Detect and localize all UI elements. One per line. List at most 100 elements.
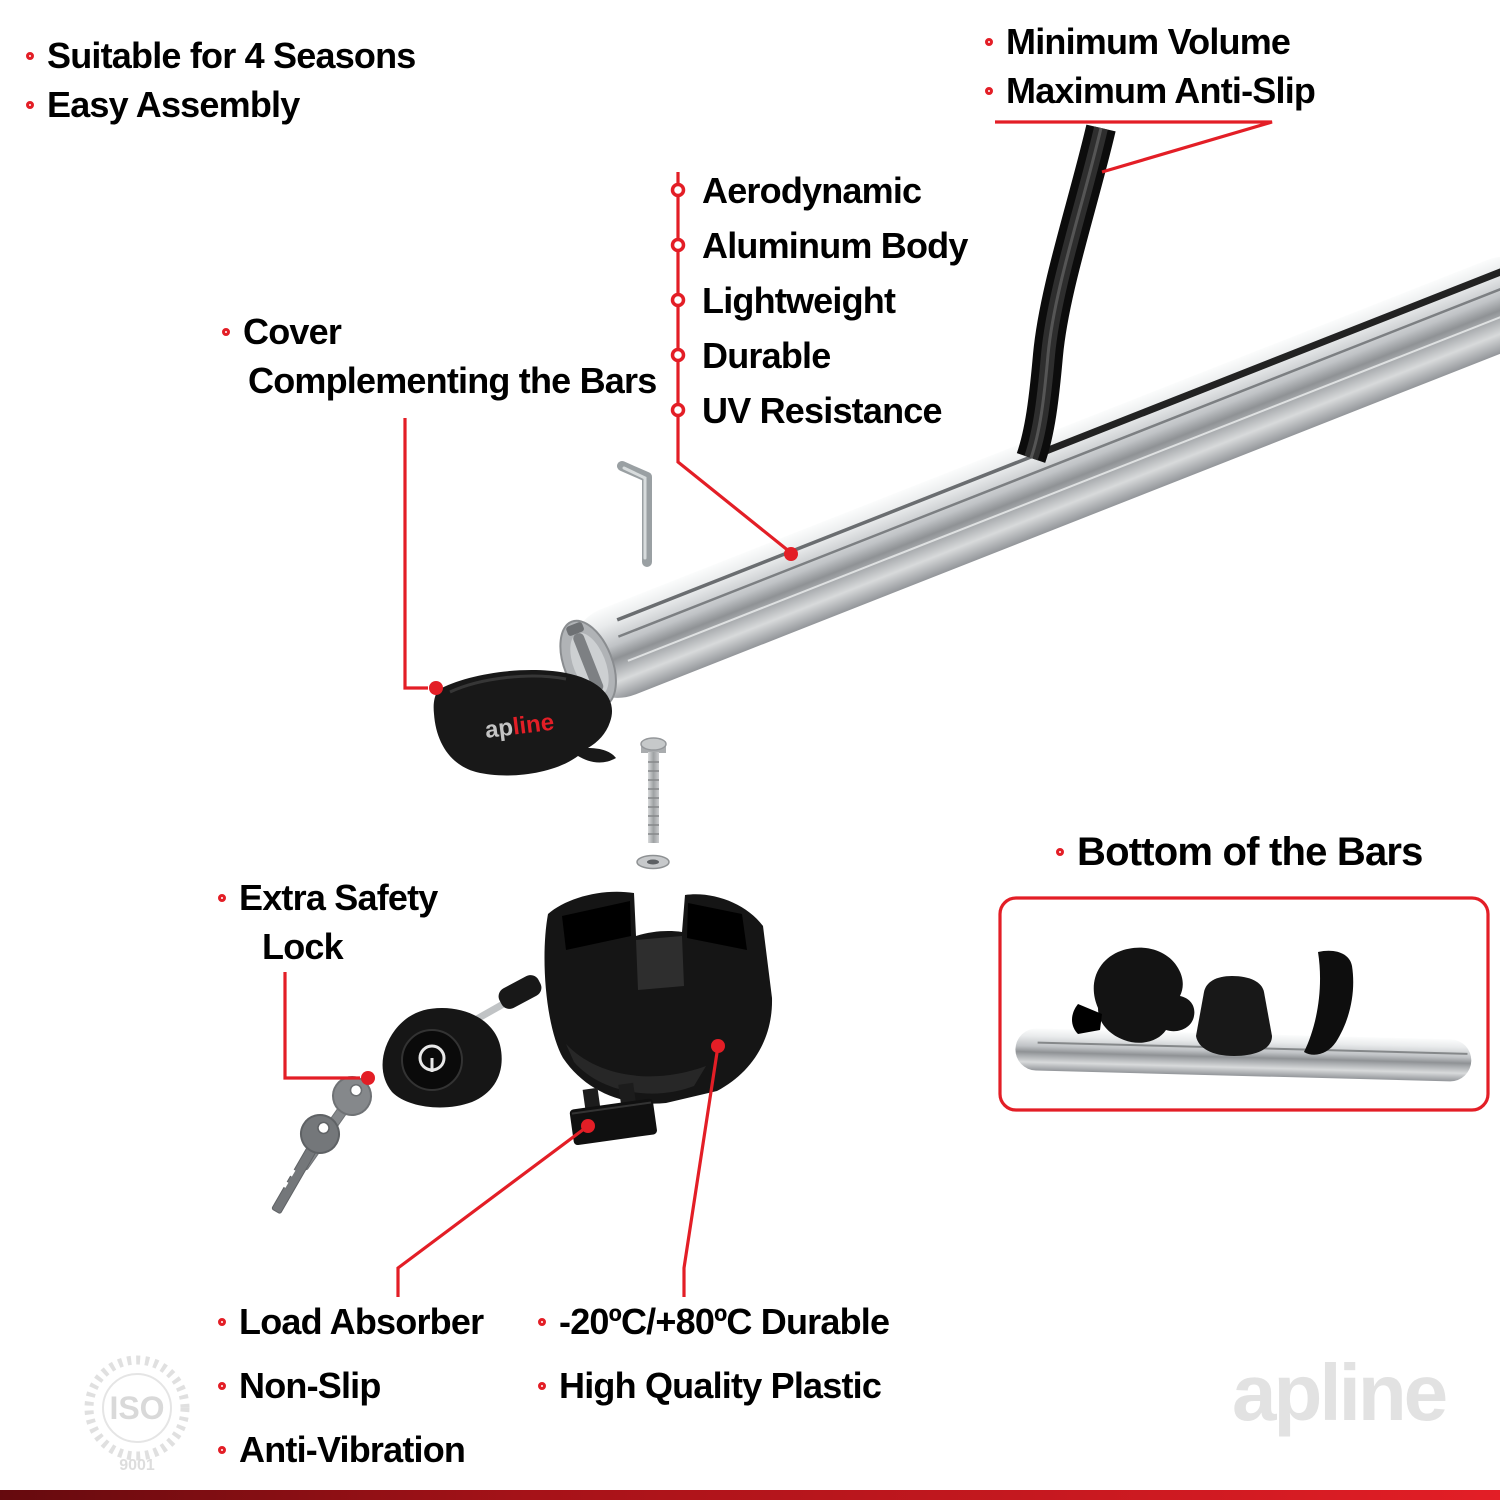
feature-label: Aerodynamic bbox=[702, 170, 922, 211]
bullet-icon bbox=[985, 38, 993, 46]
dot-lock bbox=[361, 1071, 375, 1085]
feature-label: Anti-Vibration bbox=[239, 1429, 466, 1470]
feature-group-bar: Aerodynamic Aluminum Body Lightweight Du… bbox=[702, 163, 968, 438]
feature-label: Load Absorber bbox=[239, 1301, 484, 1342]
cover-brand-logo: apline bbox=[483, 709, 555, 744]
dot-clamp bbox=[711, 1039, 725, 1053]
bullet-icon bbox=[218, 1382, 226, 1390]
bullet-aluminum bbox=[670, 237, 686, 253]
feature-group-top-left: Suitable for 4 Seasons Easy Assembly bbox=[26, 34, 416, 132]
leader-bar-features bbox=[676, 172, 792, 554]
feature-item: Aerodynamic bbox=[702, 163, 968, 218]
bullet-icon bbox=[26, 52, 34, 60]
feature-item: -20ºC/+80ºC Durable bbox=[538, 1300, 890, 1344]
key-2 bbox=[271, 1114, 340, 1214]
bullet-icon bbox=[218, 1446, 226, 1454]
leader-antislip bbox=[995, 120, 1273, 174]
crossbar-channel-empty bbox=[616, 453, 1037, 622]
dot-bar bbox=[784, 547, 798, 561]
bullet-icon bbox=[538, 1382, 546, 1390]
feature-label: Lightweight bbox=[702, 280, 896, 321]
cover-brand-prefix: ap bbox=[483, 714, 514, 744]
dot-cover bbox=[429, 681, 443, 695]
feature-item: Maximum Anti-Slip bbox=[985, 69, 1316, 113]
detail-foot bbox=[1196, 976, 1272, 1056]
feature-group-bottom-middle: -20ºC/+80ºC Durable High Quality Plastic bbox=[538, 1300, 890, 1428]
detail-box-border bbox=[998, 896, 1490, 1112]
feature-label: Minimum Volume bbox=[1006, 21, 1291, 62]
feature-label: Durable bbox=[702, 335, 831, 376]
feature-label: Suitable for 4 Seasons bbox=[47, 35, 416, 76]
feature-label: Non-Slip bbox=[239, 1365, 381, 1406]
feature-group-top-right: Minimum Volume Maximum Anti-Slip bbox=[985, 20, 1316, 118]
feature-item: Load Absorber bbox=[218, 1300, 484, 1344]
crossbar-groove bbox=[617, 271, 1500, 638]
bar-cover: apline bbox=[433, 670, 616, 776]
detail-clamp-hook bbox=[1093, 947, 1195, 1043]
bolt bbox=[640, 737, 667, 843]
feature-item: Lightweight bbox=[702, 273, 968, 328]
feature-item: Extra Safety bbox=[218, 876, 438, 920]
iso-label: ISO bbox=[109, 1390, 164, 1426]
leader-lock bbox=[283, 972, 360, 1080]
brand-watermark: apline bbox=[1232, 1348, 1446, 1437]
feature-label: Extra Safety bbox=[239, 877, 438, 918]
bullet-uv bbox=[670, 402, 686, 418]
feature-label: -20ºC/+80ºC Durable bbox=[559, 1301, 890, 1342]
feature-item: Easy Assembly bbox=[26, 83, 416, 127]
rubber-pad-block bbox=[569, 1082, 657, 1146]
feature-group-lock: Extra Safety Lock bbox=[218, 876, 438, 974]
leader-lines bbox=[283, 120, 1273, 1297]
bullet-durable bbox=[670, 347, 686, 363]
foot-clamp bbox=[544, 891, 773, 1104]
bullet-icon bbox=[1056, 848, 1064, 856]
feature-label: Easy Assembly bbox=[47, 84, 300, 125]
washer bbox=[636, 854, 670, 870]
feature-group-cover: Cover Complementing the Bars bbox=[222, 310, 657, 408]
feature-item: Bottom of the Bars bbox=[1056, 830, 1423, 874]
bullet-aerodynamic bbox=[670, 182, 686, 198]
feature-label: High Quality Plastic bbox=[559, 1365, 882, 1406]
feature-item: Aluminum Body bbox=[702, 218, 968, 273]
iso-badge: ISO 9001 bbox=[84, 1355, 190, 1474]
bullet-lightweight bbox=[670, 292, 686, 308]
leader-durable bbox=[682, 1045, 720, 1297]
feature-item: Lock bbox=[218, 925, 438, 969]
bullet-icon bbox=[222, 328, 230, 336]
feature-group-detail-title: Bottom of the Bars bbox=[1056, 830, 1423, 879]
dot-pad-block bbox=[581, 1119, 595, 1133]
crossbar-highlight bbox=[627, 295, 1500, 662]
iso-number-label: 9001 bbox=[119, 1457, 155, 1474]
footer-accent-bar bbox=[0, 1490, 1500, 1500]
keys bbox=[271, 1076, 372, 1214]
safety-lock bbox=[382, 975, 542, 1108]
feature-item: Cover bbox=[222, 310, 656, 354]
feature-item: Suitable for 4 Seasons bbox=[26, 34, 416, 78]
crossbar bbox=[559, 254, 1500, 708]
leader-load-absorber bbox=[396, 1124, 589, 1297]
allen-key bbox=[617, 461, 652, 567]
bullet-icon bbox=[218, 894, 226, 902]
feature-label: Aluminum Body bbox=[702, 225, 968, 266]
crossbar-body bbox=[571, 256, 1500, 698]
feature-item: Non-Slip bbox=[218, 1364, 483, 1408]
feature-item: UV Resistance bbox=[702, 383, 968, 438]
feature-item: Complementing the Bars bbox=[222, 359, 657, 403]
cover-brand-suffix: line bbox=[511, 709, 555, 741]
feature-item: Durable bbox=[702, 328, 968, 383]
bullet-icon bbox=[26, 101, 34, 109]
bullet-icon bbox=[538, 1318, 546, 1326]
detail-rubber-strip bbox=[1304, 950, 1354, 1055]
feature-group-bottom-left: Load Absorber Non-Slip Anti-Vibration bbox=[218, 1300, 484, 1492]
detail-box bbox=[998, 896, 1490, 1112]
feature-item: High Quality Plastic bbox=[538, 1364, 889, 1408]
bullet-icon bbox=[218, 1318, 226, 1326]
feature-label: Maximum Anti-Slip bbox=[1006, 70, 1316, 111]
leader-cover bbox=[403, 418, 428, 690]
feature-item: Anti-Vibration bbox=[218, 1428, 483, 1472]
detail-title-label: Bottom of the Bars bbox=[1077, 830, 1423, 874]
feature-label: Cover bbox=[243, 311, 342, 352]
bullet-icon bbox=[985, 87, 993, 95]
